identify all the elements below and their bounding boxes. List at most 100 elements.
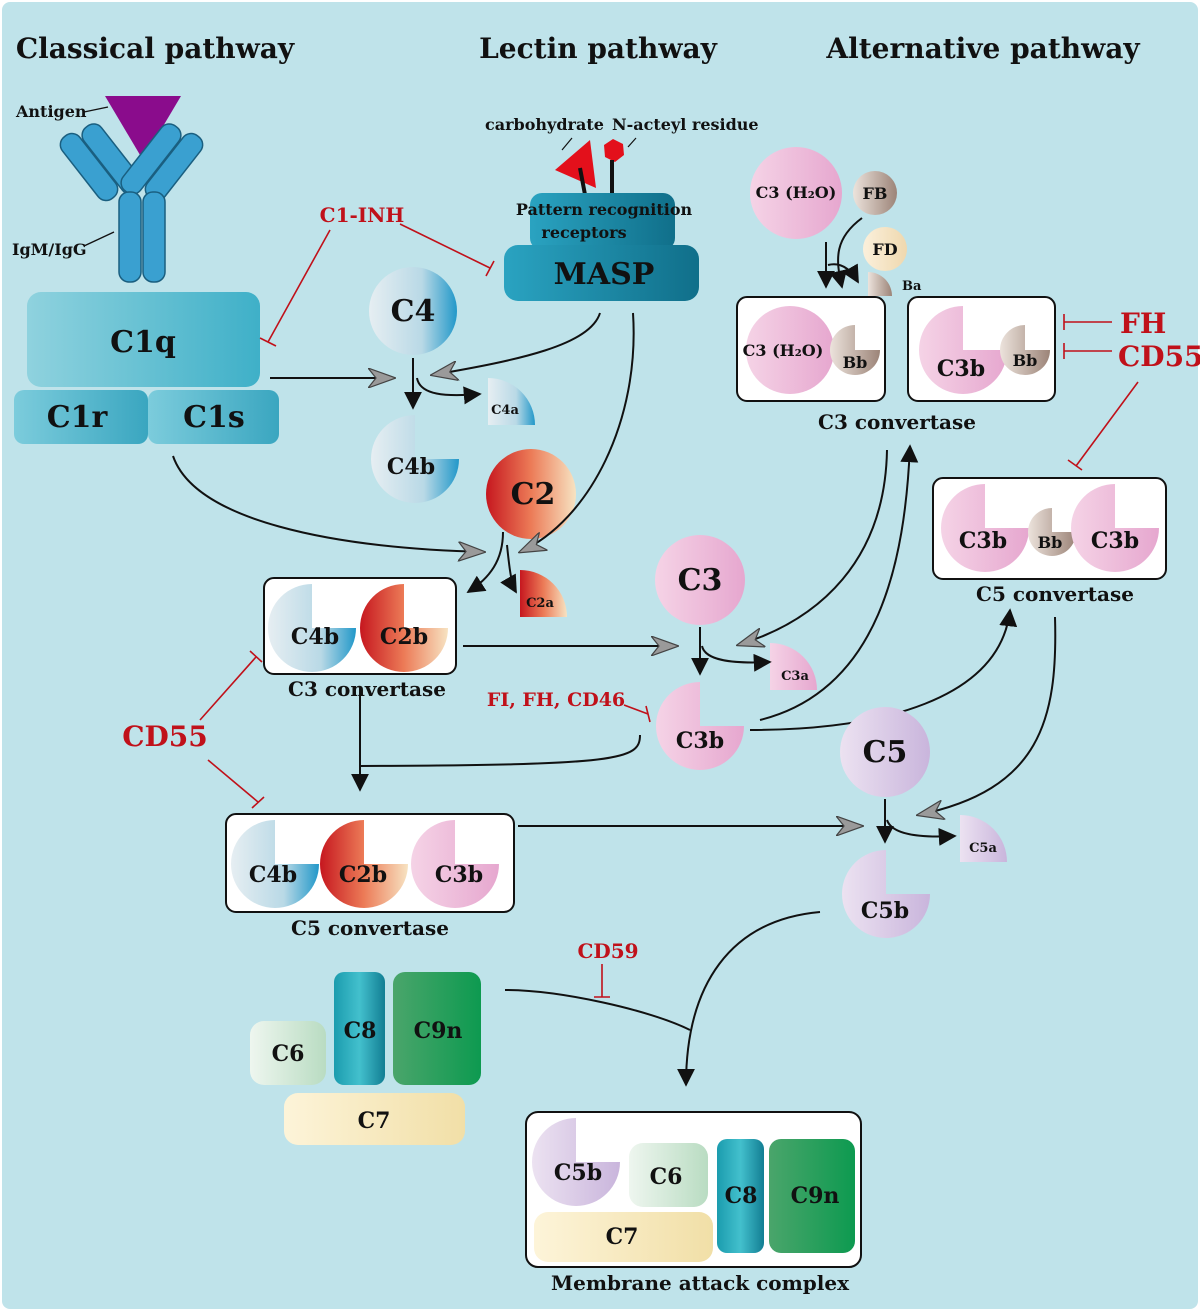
arrow-c3b-amplification [759,444,919,721]
c3b-shape [656,682,744,770]
c2a-label: C2a [526,596,554,611]
arrow-c2-to-convertase [466,531,504,593]
alt-bb-1-label: Bb [843,353,868,372]
arrow-c4-to-c4a [416,377,482,405]
c5conv-c4b-label: C4b [249,862,297,888]
c1r-label: C1r [47,400,109,435]
c5conv-c3b-label: C3b [435,862,483,888]
prr-label-1: Pattern recognition [516,200,693,219]
c9n-block [393,972,481,1085]
fd-circle [863,227,907,271]
fh-label: FH [1120,307,1166,340]
alt-c5conv-bb-shape [1028,508,1076,556]
fi-fh-cd46-label: FI, FH, CD46 [487,689,625,711]
c4b-label: C4b [387,454,435,480]
ba-fragment [868,272,892,296]
arrow-terminal-to-mac [504,989,691,1031]
c5conv-c2b-shape [320,820,408,908]
c4b-circle [371,415,459,503]
arrow-c5-to-c5a [886,819,957,846]
mac-c5b-shape [532,1118,620,1206]
antigen-shape [105,96,181,160]
c4-label: C4 [391,294,436,329]
alt-c3h2o-label: C3 (H₂O) [743,341,824,360]
mac-c9n-label: C9n [791,1183,840,1209]
fd-label: FD [872,240,897,259]
cd55-right-inhibition [1063,343,1112,359]
c5conv-c4b-shape [231,820,319,908]
c6-label: C6 [272,1041,305,1067]
c8-block [334,972,385,1085]
c3conv-c4b-shape [268,584,356,672]
alt-c3b-label: C3b [937,356,985,382]
c3h2o-circle [750,147,842,239]
arrow-masp-to-c2 [520,312,635,552]
c8-label: C8 [344,1018,377,1044]
mac-c8-block [717,1139,764,1253]
header-alternative: Alternative pathway [825,32,1140,65]
arrow-c3b-to-alt-c5conv [749,608,1018,731]
antibody-label: IgM/IgG [12,240,87,259]
fh-inhibition [1063,314,1112,330]
header-classical: Classical pathway [16,32,295,65]
mac-c6-label: C6 [650,1164,683,1190]
arrow-c2-to-c2a [500,544,517,594]
header-lectin: Lectin pathway [479,32,717,65]
c3h2o-label: C3 (H₂O) [756,183,837,202]
cd55-inhibition-c3conv [199,650,263,721]
alt-bb-2-shape [1000,325,1050,375]
c4-circle [369,267,457,355]
alt-c5conv-c3b-1-shape [941,484,1029,572]
arrow-masp-to-c4 [432,312,601,375]
c1inh-label: C1-INH [320,203,405,227]
c1inh-inhibition-c1q [259,229,331,347]
ba-label: Ba [902,279,922,294]
c3conv-classical-caption: C3 convertase [288,677,446,701]
arrow-c1s-to-c2 [172,455,484,552]
c1q-block [27,292,260,387]
alt-c3h2o-circle [746,306,834,394]
fb-circle [853,171,897,215]
carbohydrate-label: carbohydrate [485,115,604,134]
c5a-fragment [960,815,1007,862]
cd55-right-label: CD55 [1118,340,1200,373]
c5-label: C5 [863,735,908,770]
residue-leader [627,137,637,148]
mac-c5b-label: C5b [554,1160,602,1186]
c5a-label: C5a [969,841,997,856]
cd59-inhibition [594,964,610,998]
alt-c5conv-bb-label: Bb [1038,533,1063,552]
mac-caption: Membrane attack complex [551,1271,850,1295]
cd55-left-label: CD55 [122,720,208,753]
c1inh-inhibition-masp [399,223,495,277]
c4a-fragment [488,378,535,425]
masp-block [504,245,699,301]
c6-block [250,1021,326,1085]
arrow-fb-to-convertase [829,217,863,289]
mac-c8-label: C8 [725,1183,758,1209]
antibody-leader [83,231,115,247]
c5-circle [840,707,930,797]
c3a-label: C3a [781,669,809,684]
c1q-label: C1q [110,325,176,360]
c1r-block [14,390,148,444]
cd55-inhibition-alt-c5conv [1067,381,1139,471]
c7-block [284,1093,465,1145]
c3conv-c2b-shape [360,584,448,672]
c3-circle [655,535,745,625]
cd59-label: CD59 [577,939,638,963]
c1s-block [148,390,279,444]
c3a-fragment [770,643,817,690]
mac-c6-block [629,1143,708,1207]
c5conv-c3b-shape [411,820,499,908]
prr-block [530,193,675,250]
alt-bb-1-shape [830,325,880,375]
c2-label: C2 [511,477,556,512]
c3conv-alt-caption: C3 convertase [818,410,976,434]
alt-c5conv-c3b-2-label: C3b [1091,528,1139,554]
carbohydrate-leader [561,137,573,151]
c5b-shape [842,850,930,938]
c2-circle [486,449,576,539]
